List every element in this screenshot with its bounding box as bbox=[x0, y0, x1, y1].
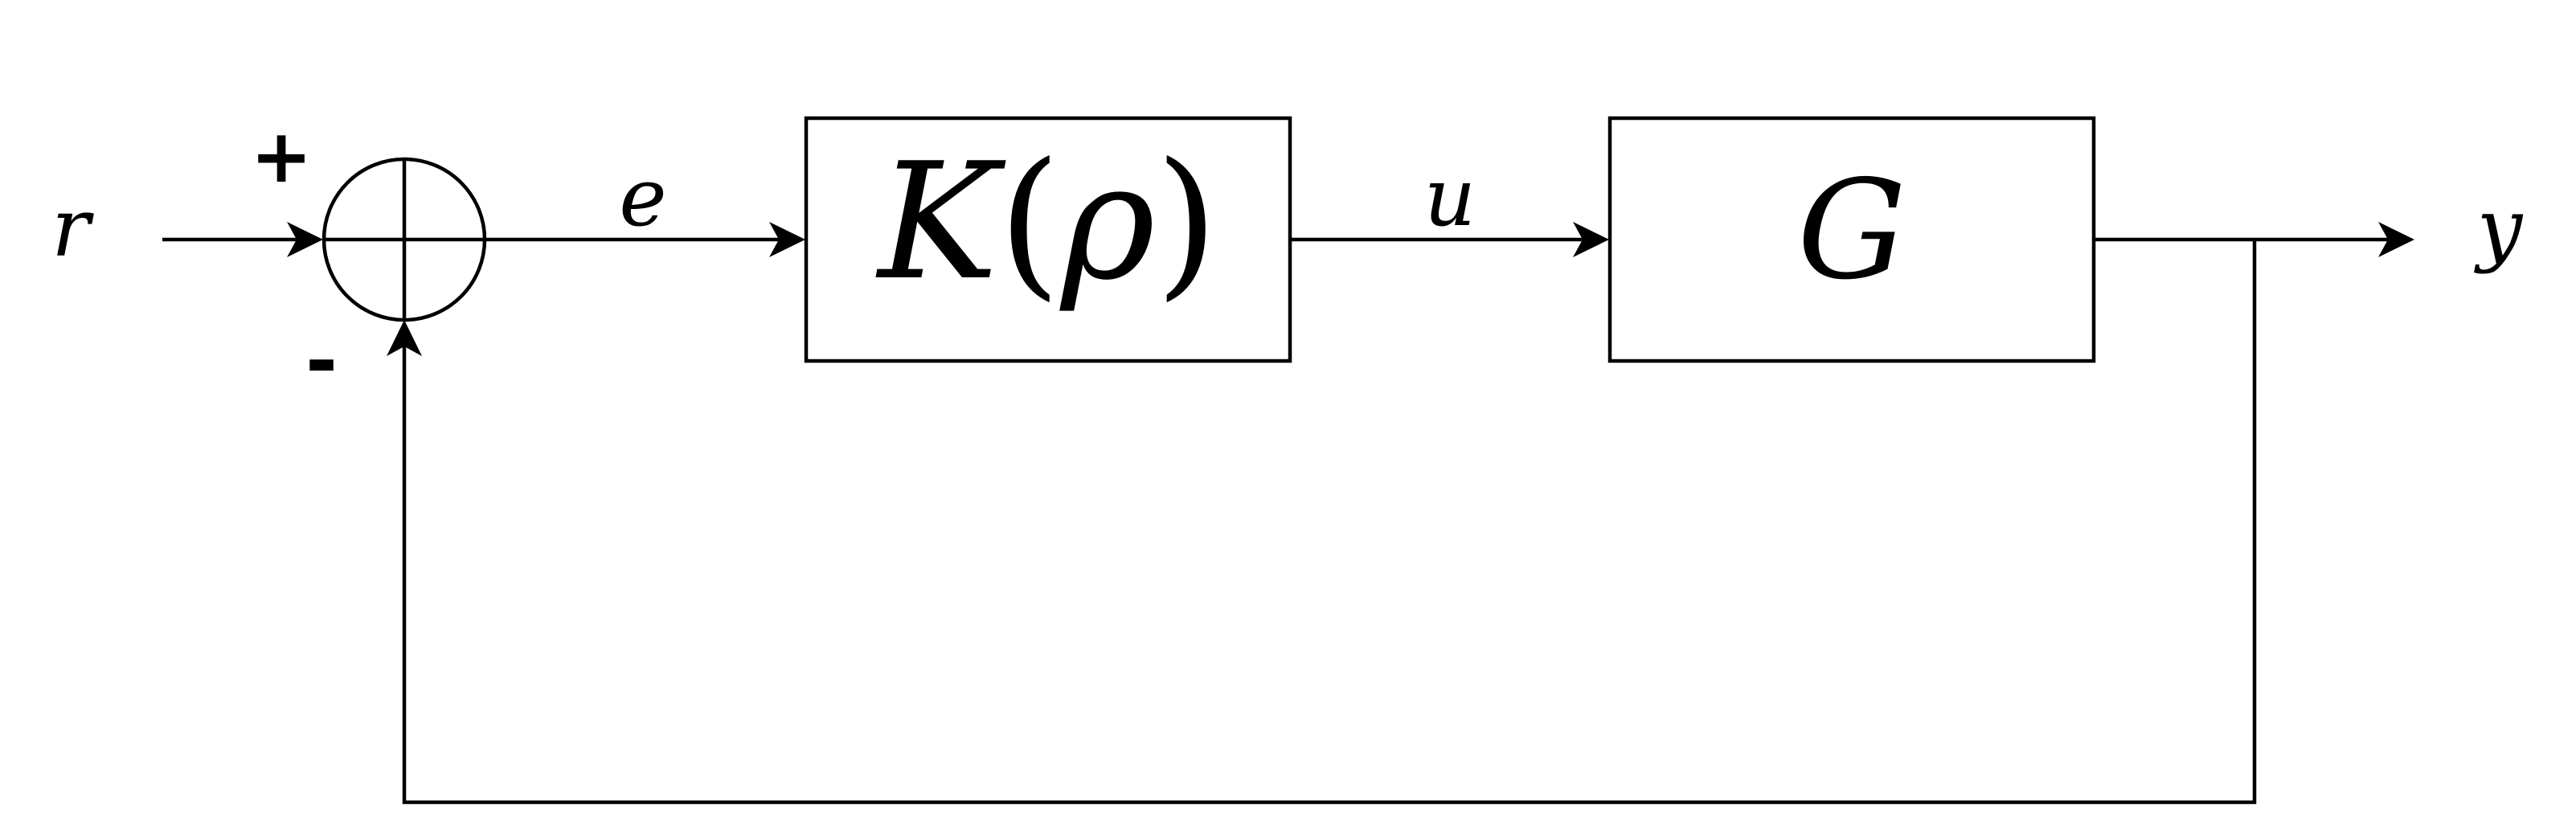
control-arrowhead bbox=[1573, 222, 1609, 257]
controller-open-paren: ( bbox=[998, 129, 1061, 316]
feedback-arrowhead bbox=[387, 320, 422, 356]
plus-sign: + bbox=[250, 113, 312, 199]
plant-label: G bbox=[1797, 151, 1906, 310]
output-arrowhead bbox=[2378, 222, 2414, 257]
controller-symbol: K bbox=[874, 129, 1006, 316]
controller-label: K(ρ) bbox=[874, 129, 1218, 316]
summing-junction bbox=[321, 157, 487, 322]
reference-arrowhead bbox=[287, 222, 323, 257]
feedback-wire bbox=[402, 240, 2257, 805]
error-arrowhead bbox=[769, 222, 805, 257]
controller-close-paren: ) bbox=[1156, 129, 1218, 316]
output-signal-label: y bbox=[2474, 181, 2524, 275]
minus-sign: - bbox=[305, 316, 338, 406]
controller-block bbox=[804, 116, 1292, 363]
controller-parameter: ρ bbox=[1059, 129, 1156, 316]
control-signal-label: u bbox=[1424, 150, 1476, 244]
plant-block bbox=[1607, 116, 2096, 363]
reference-signal-label: r bbox=[51, 181, 94, 275]
error-signal-label: e bbox=[619, 150, 666, 244]
